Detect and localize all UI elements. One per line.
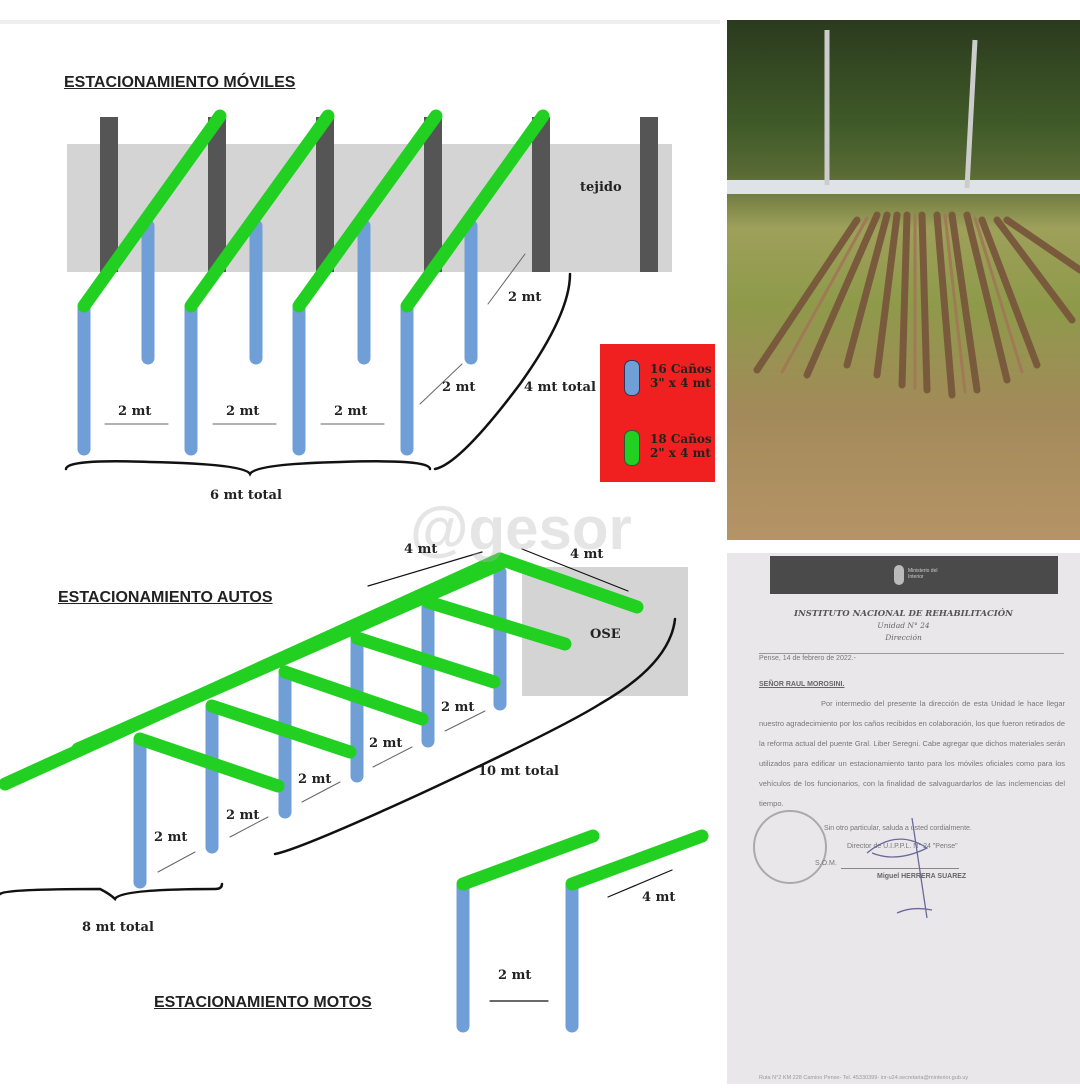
- label-roof: 4 mt: [404, 542, 438, 557]
- label-width: 2 mt: [498, 968, 532, 983]
- label-roof: 4 mt: [570, 547, 604, 562]
- label-width-total: 8 mt total: [82, 920, 154, 935]
- label-ose: OSE: [590, 627, 621, 642]
- green-pipes-motos: [456, 829, 709, 891]
- title-autos: ESTACIONAMIENTO AUTOS: [58, 589, 273, 606]
- letter-addressee: SEÑOR RAUL MOROSINI.: [759, 681, 845, 688]
- title-moviles: ESTACIONAMIENTO MÓVILES: [64, 74, 296, 91]
- label-spacing: 2 mt: [154, 830, 188, 845]
- label-spacing: 2 mt: [334, 404, 368, 419]
- label-tejido: tejido: [580, 180, 622, 195]
- letter-header-bar: Ministerio del Interior: [770, 556, 1058, 594]
- brace-8mt: [0, 882, 224, 902]
- ose-box: [522, 567, 688, 696]
- label-width-total: 6 mt total: [210, 488, 282, 503]
- blue-pipes-autos: [133, 565, 507, 889]
- label-depth: 4 mt: [642, 890, 676, 905]
- parking-diagram: ESTACIONAMIENTO MÓVILES tejido 2 mt 2 mt…: [0, 20, 720, 1088]
- title-motos: ESTACIONAMIENTO MOTOS: [154, 994, 372, 1011]
- letter-body: Por intermedio del presente la dirección…: [759, 699, 1065, 808]
- letter-closing: Sin otro particular, saluda a usted cord…: [824, 825, 972, 832]
- label-spacing: 2 mt: [226, 808, 260, 823]
- department-name: Dirección: [885, 633, 922, 642]
- letter-document: Ministerio del Interior INSTITUTO NACION…: [727, 553, 1080, 1084]
- label-spacing: 2 mt: [298, 772, 332, 787]
- signer-title: Director de U.I.P.P.L. N° 24 "Pense": [847, 843, 958, 850]
- ministry-name: Ministerio del Interior: [908, 568, 938, 580]
- label-depth: 2 mt: [442, 380, 476, 395]
- blue-pipes-moviles: [77, 219, 478, 456]
- unit-name: Unidad N° 24: [877, 621, 930, 630]
- coat-of-arms-icon: [894, 565, 904, 585]
- label-spacing: 2 mt: [118, 404, 152, 419]
- label-spacing: 2 mt: [441, 700, 475, 715]
- institution-name: INSTITUTO NACIONAL DE REHABILITACIÓN: [794, 609, 1013, 619]
- handwritten-signature: [866, 818, 933, 919]
- brace-4mt: [433, 272, 572, 471]
- green-pipes-autos: [0, 552, 644, 793]
- blue-pipes-motos: [456, 879, 579, 1033]
- brace-6mt: [64, 460, 432, 477]
- brace-10mt: [273, 617, 677, 856]
- signer-name: Miguel HERRERA SUAREZ: [877, 873, 967, 880]
- pipe-pile: [753, 211, 1080, 399]
- letter-footer: Ruta N°2 KM 228 Camino Pense- Tel. 45330…: [759, 1075, 969, 1081]
- divider: [759, 653, 1064, 654]
- label-depth: 2 mt: [508, 290, 542, 305]
- label-length-total: 10 mt total: [478, 764, 559, 779]
- fence-posts: [100, 117, 658, 272]
- letter-date: Pense, 14 de febrero de 2022.-: [759, 655, 856, 662]
- label-spacing: 2 mt: [369, 736, 403, 751]
- blue-pipe-icon: [624, 360, 640, 396]
- green-pipes-moviles: [77, 109, 550, 313]
- label-spacing: 2 mt: [226, 404, 260, 419]
- diagram-drawing: [0, 109, 709, 1033]
- signer-rank: S.O.M.: [815, 860, 837, 867]
- label-depth-total: 4 mt total: [524, 380, 596, 395]
- pipes-photo: [727, 20, 1080, 540]
- official-seal: [753, 810, 827, 884]
- watermark-logo: @gesor: [410, 495, 632, 562]
- green-pipe-icon: [624, 430, 640, 466]
